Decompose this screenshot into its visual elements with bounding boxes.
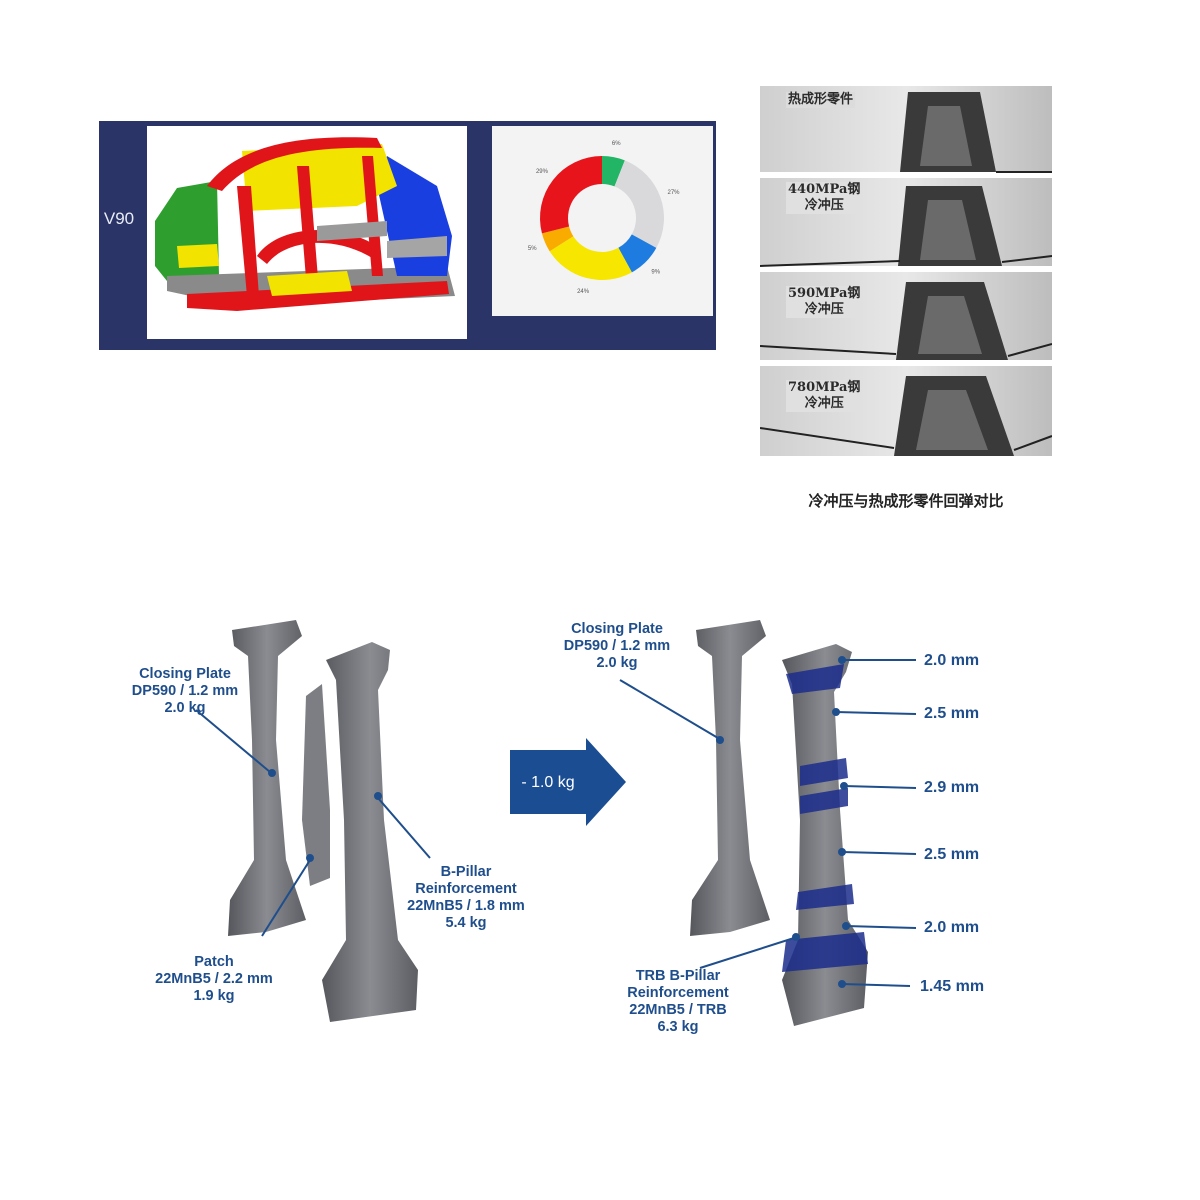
model-label: V90 <box>103 209 135 228</box>
body-in-white-image <box>147 126 467 339</box>
donut-slice <box>541 226 574 252</box>
springback-row-4-label: 780MPa钢 冷冲压 <box>786 380 863 412</box>
row-4-line-1: 780MPa钢 <box>788 380 861 395</box>
row-3-line-1: 590MPa钢 <box>788 286 861 301</box>
springback-panel: 热成形零件 440MPa钢 冷冲压 590MPa钢 冷冲压 780MPa钢 冷冲… <box>759 86 1053 456</box>
row-1-line-1: 热成形零件 <box>788 92 854 107</box>
left-closing-plate-label: Closing Plate DP590 / 1.2 mm 2.0 kg <box>120 666 250 717</box>
label-line: 2.0 kg <box>164 700 206 716</box>
weight-saving-label: - 1.0 kg <box>521 774 575 791</box>
thickness-label-5: 2.0 mm <box>924 919 980 936</box>
label-line: TRB B-Pillar <box>635 968 721 984</box>
patch-label: Patch 22MnB5 / 2.2 mm 1.9 kg <box>146 954 282 1005</box>
vehicle-panel: V90 <box>99 121 716 350</box>
label-line: B-Pillar <box>440 864 492 880</box>
donut-slice-label: 24% <box>577 289 590 295</box>
donut-slice-label: 5% <box>528 246 537 252</box>
right-closing-plate-shape <box>690 620 770 936</box>
label-line: DP590 / 1.2 mm <box>131 683 239 699</box>
patch-shape <box>302 684 330 886</box>
label-line: 22MnB5 / 1.8 mm <box>407 898 525 914</box>
donut-slice <box>618 234 657 273</box>
row-3-line-2: 冷冲压 <box>804 302 844 317</box>
label-line: Closing Plate <box>571 621 663 637</box>
label-line: 22MnB5 / 2.2 mm <box>155 971 273 987</box>
donut-slice-label: 6% <box>612 141 621 147</box>
bpillar-illustration <box>228 620 868 1026</box>
material-donut-chart: 6% 27% 9% 24% 5% 29% <box>528 141 680 295</box>
row-2-line-2: 冷冲压 <box>804 198 844 213</box>
donut-slice <box>614 160 664 248</box>
label-line: Reinforcement <box>627 985 729 1001</box>
trb-reinforcement-shape <box>782 644 868 1026</box>
springback-row-1-label: 热成形零件 <box>786 92 856 108</box>
label-line: 6.3 kg <box>657 1019 699 1035</box>
car-body-illustration <box>155 137 455 311</box>
left-closing-plate-shape <box>228 620 306 936</box>
thickness-label-3: 2.9 mm <box>924 779 980 796</box>
donut-slice <box>602 156 625 187</box>
label-line: 1.9 kg <box>193 988 235 1004</box>
row-2-line-1: 440MPa钢 <box>788 182 861 197</box>
thickness-label-4: 2.5 mm <box>924 846 980 863</box>
thickness-label-6: 1.45 mm <box>920 978 985 995</box>
donut-slice <box>549 236 632 280</box>
springback-caption: 冷冲压与热成形零件回弹对比 <box>808 492 1004 510</box>
right-closing-plate-label: Closing Plate DP590 / 1.2 mm 2.0 kg <box>552 621 682 672</box>
label-line: Reinforcement <box>415 881 517 897</box>
material-chart-box: 6% 27% 9% 24% 5% 29% <box>492 126 713 316</box>
label-line: 5.4 kg <box>445 915 487 931</box>
left-reinforcement-shape <box>322 642 418 1022</box>
label-line: 2.0 kg <box>596 655 638 671</box>
springback-row-3-label: 590MPa钢 冷冲压 <box>786 286 863 318</box>
donut-slice-label: 27% <box>667 190 680 196</box>
donut-slice-label: 29% <box>536 169 549 175</box>
row-4-line-2: 冷冲压 <box>804 396 844 411</box>
thickness-label-1: 2.0 mm <box>924 652 980 669</box>
trb-thickness-bands <box>782 664 868 972</box>
trb-label: TRB B-Pillar Reinforcement 22MnB5 / TRB … <box>610 968 746 1036</box>
callout-lines <box>195 656 917 988</box>
donut-slice <box>540 156 602 234</box>
label-line: Closing Plate <box>139 666 231 682</box>
left-reinforcement-label: B-Pillar Reinforcement 22MnB5 / 1.8 mm 5… <box>398 864 534 932</box>
label-line: Patch <box>194 954 234 970</box>
springback-row-2-label: 440MPa钢 冷冲压 <box>786 182 863 214</box>
label-line: DP590 / 1.2 mm <box>563 638 671 654</box>
donut-slice-label: 9% <box>651 269 660 275</box>
weight-arrow <box>510 738 626 826</box>
springback-photos <box>759 86 1053 456</box>
label-line: 22MnB5 / TRB <box>629 1002 727 1018</box>
thickness-label-2: 2.5 mm <box>924 705 980 722</box>
